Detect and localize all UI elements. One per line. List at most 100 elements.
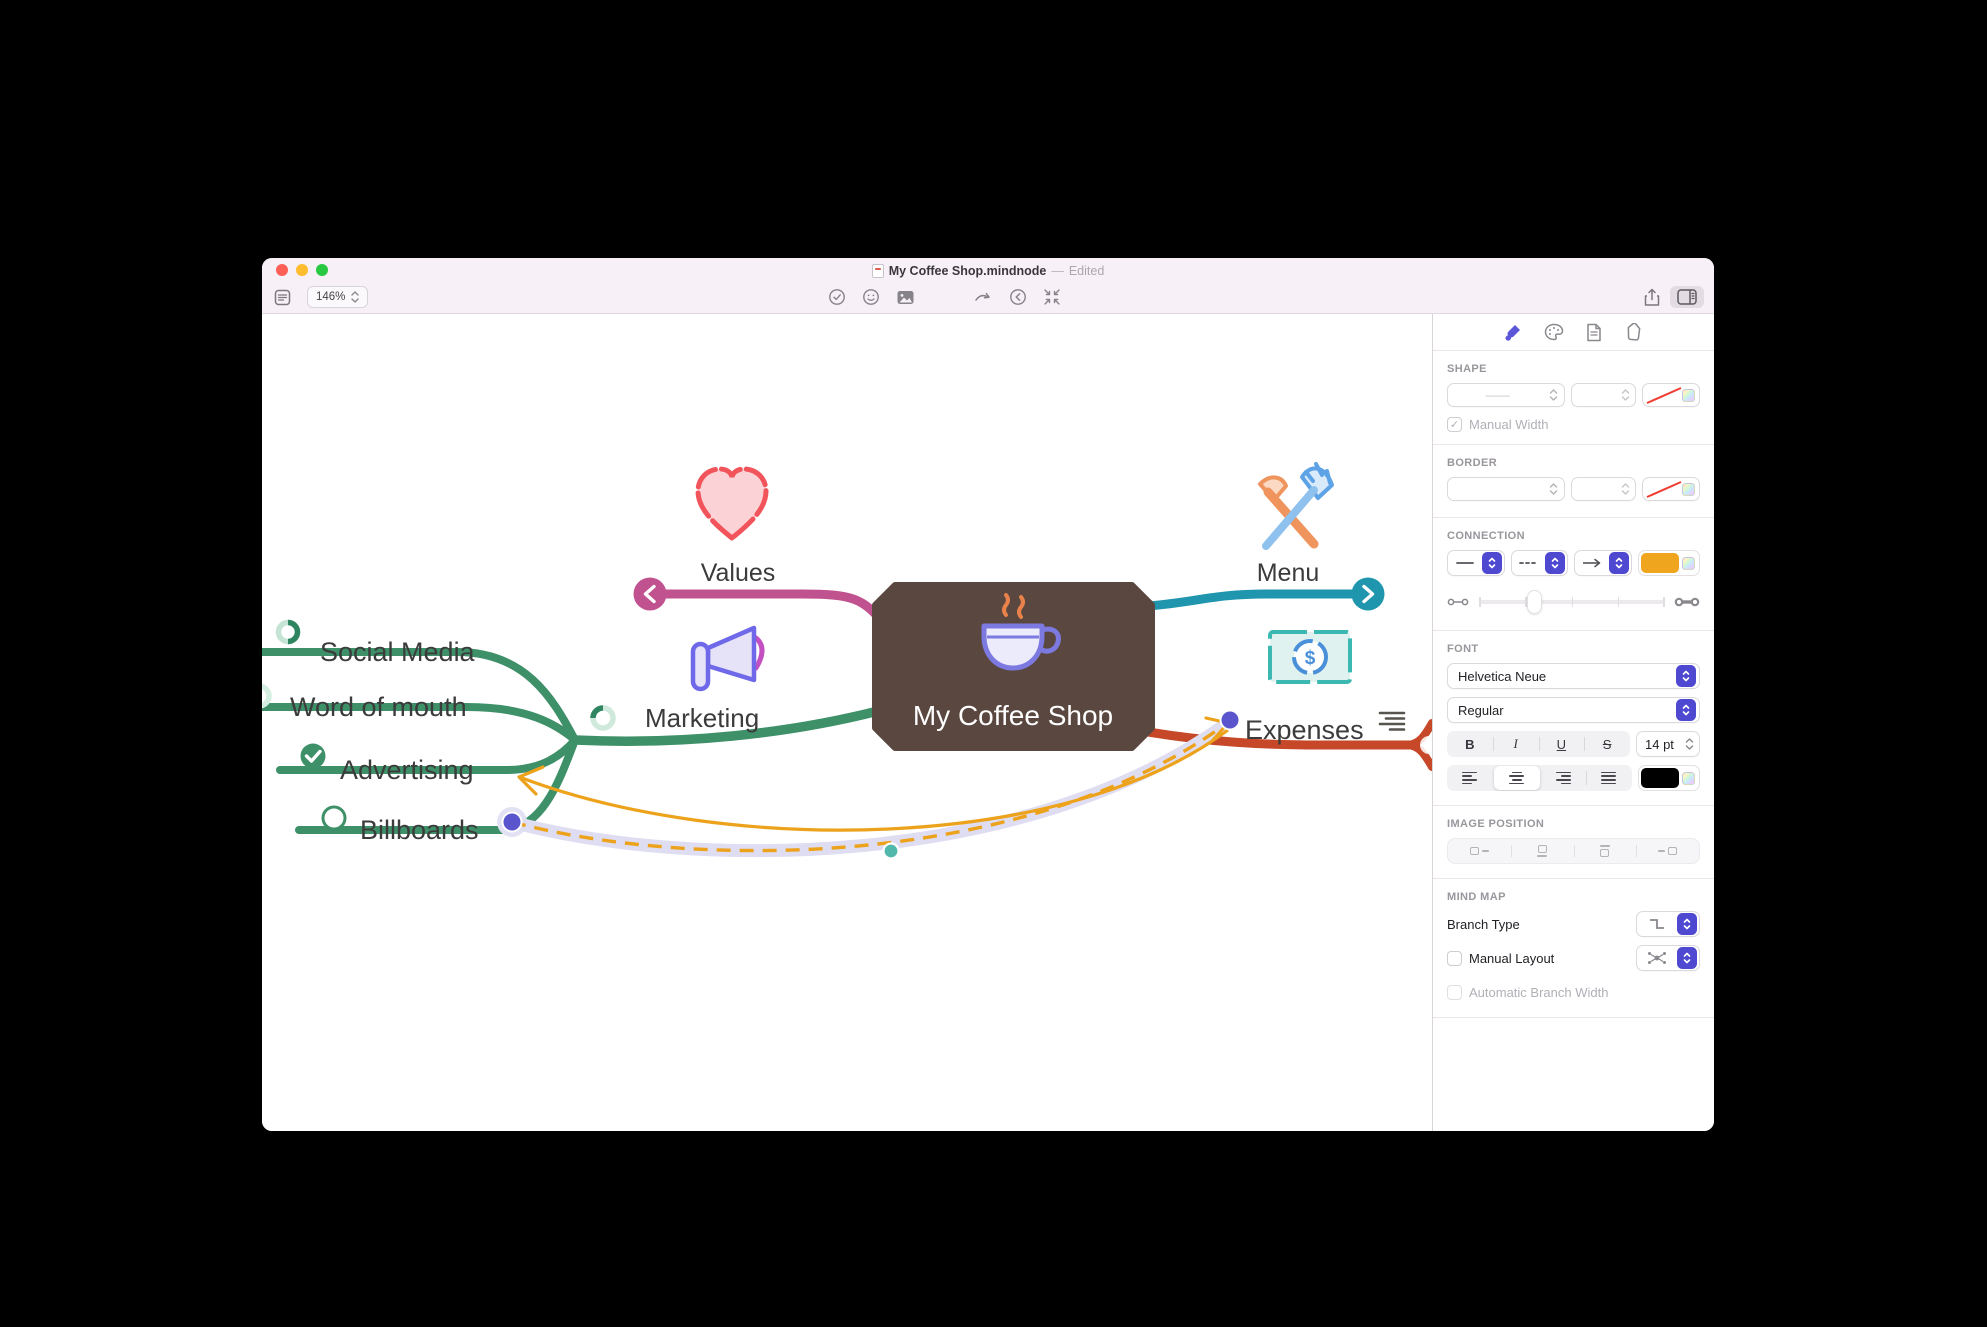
word-of-mouth-label: Word of mouth [290, 692, 467, 722]
advertising-check-icon[interactable] [300, 743, 326, 769]
expenses-node[interactable]: $ Expenses [1245, 630, 1406, 745]
no-color-icon [1646, 387, 1682, 404]
image-position-top-button[interactable] [1573, 839, 1637, 863]
connection-endpoint-end[interactable] [1219, 709, 1241, 731]
tab-document-icon[interactable] [1586, 323, 1602, 342]
border-color-well[interactable] [1642, 477, 1700, 501]
stepper-icon [1619, 481, 1631, 497]
connection-solid-line[interactable] [521, 728, 1229, 832]
bold-button[interactable]: B [1465, 736, 1475, 752]
stepper-icon [1481, 552, 1502, 574]
values-branch[interactable] [645, 589, 887, 626]
outline-panel-icon[interactable] [274, 289, 291, 306]
image-position-bottom-button[interactable] [1510, 839, 1574, 863]
image-position-right-button[interactable] [1636, 839, 1699, 863]
strikethrough-button[interactable]: S [1584, 731, 1630, 757]
values-node[interactable]: Values [695, 466, 775, 587]
border-width-stepper[interactable] [1570, 477, 1637, 501]
stepper-icon [1545, 552, 1566, 574]
connection-dashed-line[interactable] [511, 722, 1227, 853]
connection-midpoint-handle[interactable] [882, 842, 900, 860]
connection-width-slider[interactable] [1479, 590, 1665, 614]
automatic-branch-width-checkbox[interactable] [1447, 984, 1462, 1000]
values-collapse-button[interactable] [633, 577, 667, 611]
marketing-subbranches[interactable] [262, 648, 579, 834]
border-style-dropdown[interactable] [1447, 477, 1565, 501]
align-center-button[interactable] [1493, 766, 1540, 790]
layout-style-dropdown[interactable] [1636, 945, 1700, 971]
previous-node-icon[interactable] [1009, 288, 1027, 306]
sticker-smiley-icon[interactable] [862, 288, 880, 306]
marketing-branch[interactable] [570, 706, 883, 746]
marketing-progress-icon[interactable] [590, 705, 616, 731]
fullscreen-window-button[interactable] [316, 264, 328, 276]
align-justify-button[interactable] [1586, 765, 1632, 791]
word-of-mouth-node[interactable]: Word of mouth [262, 683, 467, 722]
expenses-collapse-hint[interactable] [1420, 736, 1432, 754]
expenses-branch[interactable] [1143, 719, 1432, 771]
color-picker-chip[interactable] [1682, 482, 1695, 496]
marketing-label: Marketing [645, 703, 759, 733]
marketing-node[interactable]: Marketing [590, 625, 765, 733]
image-position-segmented [1447, 838, 1700, 864]
manual-width-checkbox[interactable]: ✓ [1447, 417, 1462, 432]
task-checkmark-icon[interactable] [828, 288, 846, 306]
title-bar: My Coffee Shop.mindnode — Edited 146% [262, 258, 1714, 314]
branch-type-dropdown[interactable] [1636, 911, 1700, 937]
mindmap-canvas[interactable]: My Coffee Shop Values Menu [262, 314, 1432, 1131]
center-node[interactable]: My Coffee Shop [872, 582, 1155, 751]
image-icon[interactable] [896, 289, 915, 306]
share-icon[interactable] [1644, 288, 1660, 307]
zoom-level-control[interactable]: 146% [307, 286, 369, 308]
italic-button[interactable]: I [1492, 731, 1539, 757]
tab-theme-palette-icon[interactable] [1544, 323, 1564, 341]
color-picker-chip[interactable] [1682, 556, 1696, 570]
arrow-glyph [1575, 558, 1609, 568]
menu-node[interactable]: Menu [1257, 462, 1334, 587]
branch-type-label: Branch Type [1447, 916, 1520, 932]
font-family-dropdown[interactable]: Helvetica Neue [1447, 663, 1700, 689]
shape-style-dropdown[interactable]: —— [1447, 383, 1565, 407]
menu-collapse-button[interactable] [1351, 577, 1385, 611]
document-icon[interactable] [871, 264, 884, 278]
border-section-label: BORDER [1447, 457, 1498, 469]
color-picker-chip[interactable] [1682, 388, 1695, 402]
stepper-icon [1677, 913, 1697, 935]
connection-color-swatch[interactable] [1638, 550, 1701, 576]
font-style-dropdown[interactable]: Regular [1447, 697, 1700, 723]
layout-graph-glyph [1637, 951, 1677, 965]
redo-icon[interactable] [973, 289, 993, 305]
connection-dash-style-dropdown[interactable] [1510, 550, 1569, 576]
shape-color-well[interactable] [1642, 383, 1700, 407]
billboards-circle-icon[interactable] [321, 805, 347, 831]
advertising-label: Advertising [340, 755, 474, 785]
billboards-node[interactable]: Billboards [321, 805, 479, 845]
social-media-node[interactable]: Social Media [275, 619, 476, 668]
thick-link-icon [1674, 597, 1700, 607]
slider-thumb[interactable] [1527, 590, 1543, 614]
connection-line-style-dropdown[interactable] [1447, 550, 1505, 576]
underline-button[interactable]: U [1538, 731, 1585, 757]
close-window-button[interactable] [276, 264, 288, 276]
connection-arrow-style-dropdown[interactable] [1574, 550, 1633, 576]
align-left-button[interactable] [1447, 765, 1493, 791]
inspector-toggle-button[interactable] [1670, 286, 1704, 308]
tab-style-brush-icon[interactable] [1503, 323, 1522, 342]
font-size-stepper[interactable]: 14 pt [1636, 731, 1700, 757]
social-media-progress-arc [287, 619, 301, 645]
font-color-swatch[interactable] [1638, 765, 1700, 791]
center-map-icon[interactable] [1043, 288, 1061, 306]
shape-width-stepper[interactable] [1570, 383, 1637, 407]
advertising-node[interactable]: Advertising [300, 743, 474, 786]
minimize-window-button[interactable] [296, 264, 308, 276]
social-media-label: Social Media [320, 637, 476, 667]
manual-layout-checkbox[interactable] [1447, 950, 1462, 966]
connection-endpoint-start[interactable] [501, 811, 523, 833]
image-position-left-button[interactable] [1448, 839, 1511, 863]
shape-section-label: SHAPE [1447, 363, 1487, 375]
note-icon[interactable] [1378, 711, 1406, 731]
align-right-button[interactable] [1541, 765, 1587, 791]
color-picker-chip[interactable] [1682, 771, 1695, 785]
menu-branch[interactable] [1143, 589, 1359, 611]
tab-tag-icon[interactable] [1624, 323, 1644, 341]
